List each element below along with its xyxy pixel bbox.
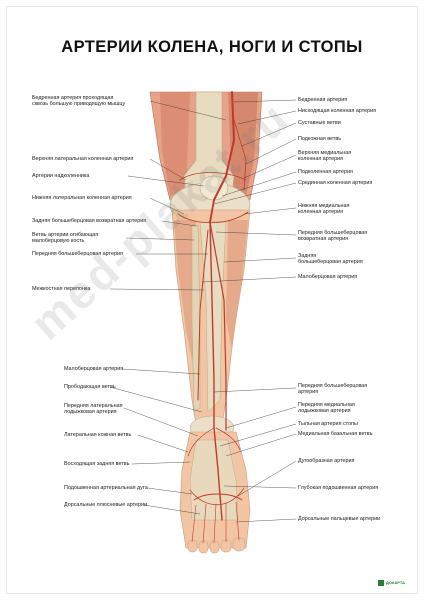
leader-line (149, 158, 187, 181)
label-left: Передняя большеберцовая артерия (32, 251, 123, 257)
leader-line (233, 99, 297, 103)
label-right: Глубокая подошвенная артерия (298, 485, 379, 491)
leader-line (213, 182, 297, 205)
fibular-artery (197, 229, 209, 401)
leader-line (121, 368, 201, 375)
leader-line (125, 237, 195, 241)
leader-line (221, 171, 297, 197)
descending-genicular-artery (233, 119, 247, 191)
label-left: Дорсальные плюсневые артерии (64, 502, 148, 508)
label-left: Латеральная кожная ветвь (64, 432, 132, 438)
digital-artery (235, 501, 240, 541)
leader-line (235, 518, 297, 523)
leader-line (147, 487, 193, 495)
publisher-logo: ДОКАРТА (378, 580, 405, 586)
label-left: Артерии надколенника (32, 173, 90, 179)
label-left: Верхняя латеральная коленная артерия (32, 156, 134, 162)
label-right: Суставные ветви (298, 120, 341, 126)
leader-line (149, 100, 227, 121)
popliteal-artery (209, 199, 215, 223)
malleolar-artery (187, 427, 215, 457)
thigh-muscle-band (160, 92, 190, 196)
leader-line (219, 423, 297, 447)
leader-line (143, 504, 201, 515)
toe (187, 539, 198, 553)
leader-line (161, 220, 197, 227)
genicular-arcade (177, 211, 249, 224)
genicular-arcade (179, 172, 247, 181)
leader-line (137, 434, 189, 453)
leader-lines-right (201, 99, 297, 523)
poster-frame (6, 6, 418, 594)
label-right: Медиальная базальная ветвь (298, 431, 373, 437)
posterior-tibial-artery (209, 221, 227, 431)
label-right: Бедренная артерия (298, 97, 348, 103)
digital-artery (202, 503, 207, 544)
leader-line (215, 231, 297, 236)
malleolar-artery (215, 427, 241, 451)
digital-artery (191, 504, 197, 543)
leader-line (223, 257, 297, 263)
label-right: Срединная коленная артерия (298, 180, 373, 186)
leader-line (201, 276, 297, 283)
label-left: Задняя большеберцовая возвратная артерия (32, 218, 147, 224)
leader-line (149, 197, 185, 215)
publisher-name: ДОКАРТА (386, 580, 405, 586)
label-right: Нисходящая коленная артерия (298, 108, 377, 114)
leader-line (243, 154, 297, 179)
label-left: Межкостная перепонка (32, 286, 91, 292)
toe (209, 540, 220, 554)
leader-line (131, 461, 191, 465)
leader-line (123, 407, 199, 437)
leader-line (223, 485, 297, 489)
label-left: Прободающая ветвь (64, 384, 116, 390)
arcuate-artery (193, 493, 243, 501)
leader-line (237, 110, 297, 125)
leader-line (225, 406, 297, 429)
leader-line (225, 433, 297, 457)
leader-line (245, 138, 297, 165)
label-left: Восходящая задняя ветвь (64, 461, 130, 467)
leader-line (213, 387, 297, 393)
leader-line (243, 207, 297, 215)
poster-title: АРТЕРИИ КОЛЕНА, НОГИ И СТОПЫ (61, 38, 363, 56)
leader-line (127, 175, 205, 187)
label-right: Тыльная артерия стопы (298, 421, 358, 427)
label-right: Дорсальные пальцевые артерии (298, 516, 381, 522)
label-right: Малоберцовая артерия (298, 274, 358, 280)
label-right: Дугообразная артерия (298, 458, 355, 464)
digital-artery (213, 503, 217, 544)
publisher-logo-icon (378, 580, 384, 586)
leader-line (109, 288, 205, 291)
label-right: Подколенная артерия (298, 169, 353, 175)
leader-lines-left (109, 100, 227, 515)
arteries (177, 91, 249, 544)
calf-muscle (226, 220, 248, 350)
femoral-artery (213, 91, 236, 201)
label-right: Подкожная ветвь (298, 136, 342, 142)
plantar-arch (189, 487, 245, 505)
foot-bones (189, 439, 239, 521)
label-left: Подошвенная артериальная дуга (64, 485, 148, 491)
anterior-tibial-artery (209, 221, 223, 521)
fibula-bone (191, 225, 201, 413)
label-left: Нижняя латеральная коленная артерия (32, 195, 132, 201)
toe (198, 540, 209, 554)
leader-line (241, 122, 297, 147)
leader-line (237, 460, 297, 497)
label-left: Малоберцовая артерия (64, 366, 124, 372)
thigh-muscle-band (228, 92, 258, 196)
leader-line (109, 386, 203, 413)
